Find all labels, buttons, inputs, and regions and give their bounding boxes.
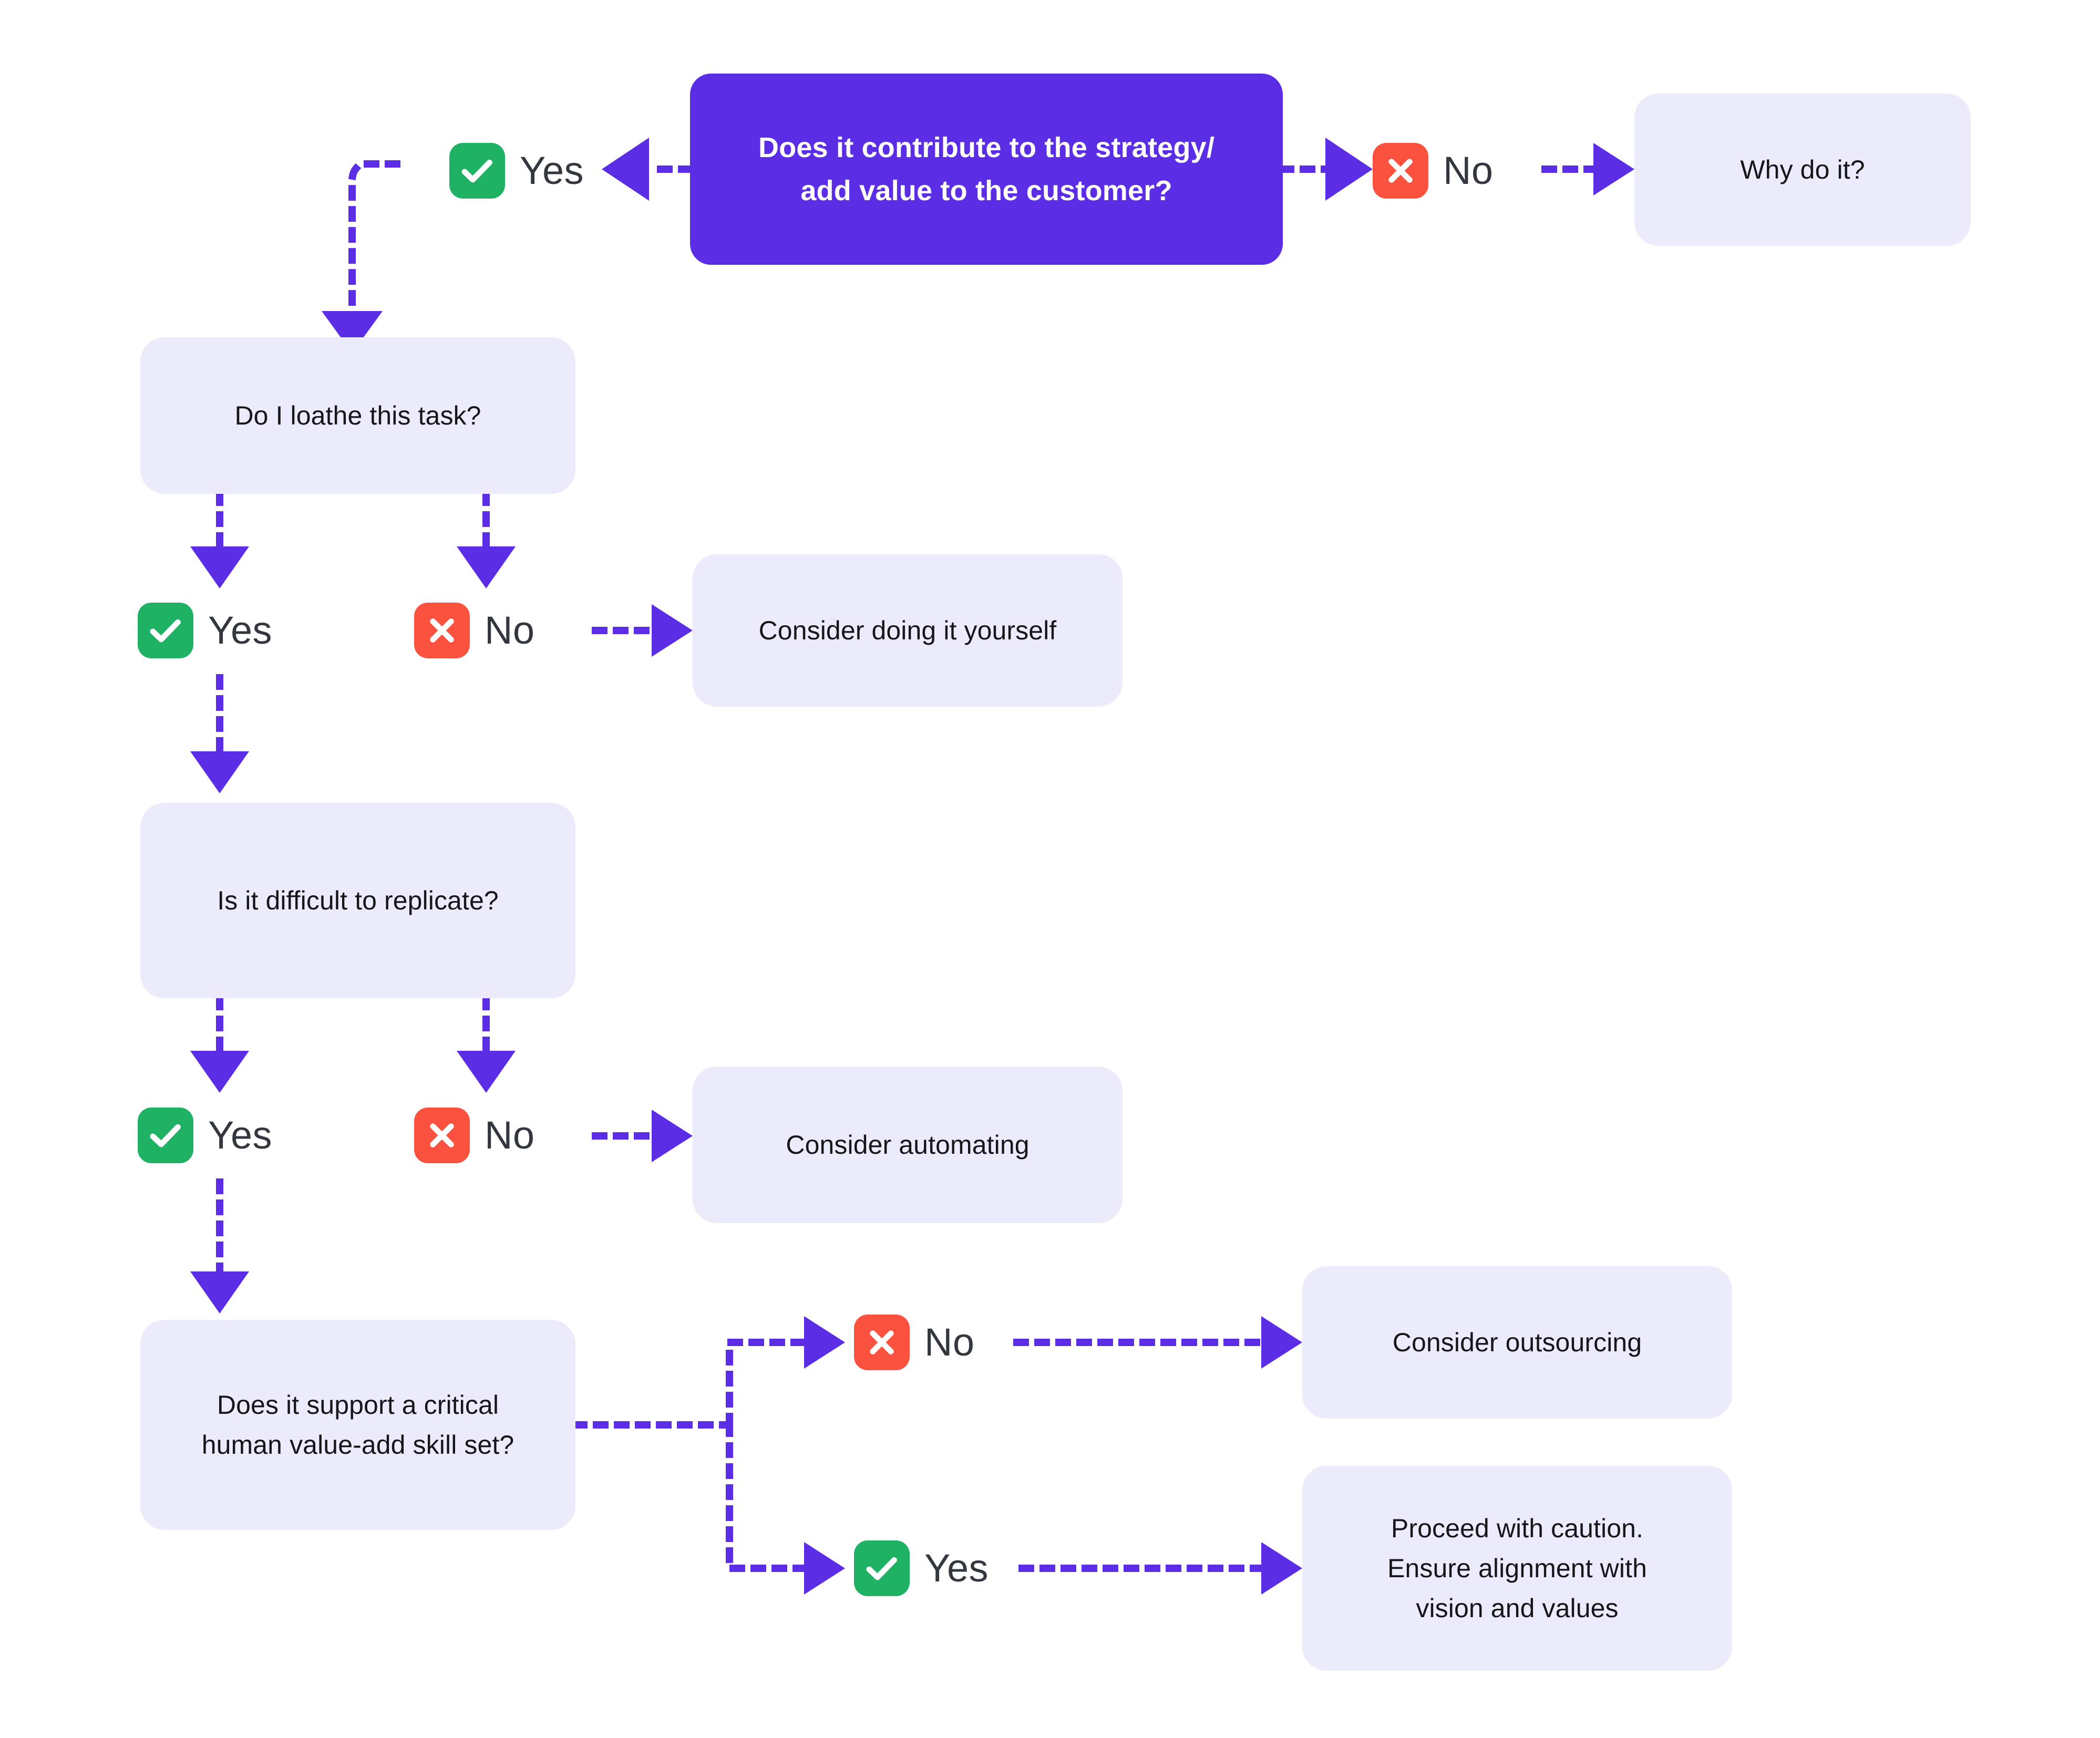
badge-root-no-label: No — [1443, 149, 1494, 192]
badge-root-yes[interactable]: Yes — [449, 143, 584, 199]
node-skill-set-question[interactable]: Does it support a critical human value-a… — [140, 1320, 575, 1530]
badge-loathe-yes[interactable]: Yes — [138, 603, 272, 658]
edge-skillset-no — [726, 1339, 808, 1429]
check-icon — [138, 603, 193, 658]
node-root-question[interactable]: Does it contribute to the strategy/ add … — [690, 74, 1283, 265]
arrowhead-no-to-why — [1593, 143, 1634, 195]
badge-root-no[interactable]: No — [1373, 143, 1493, 199]
arrowhead-root-yes — [602, 138, 649, 201]
arrowhead-yes-to-skillset — [190, 1271, 249, 1313]
badge-replicate-yes-label: Yes — [208, 1113, 272, 1157]
cross-icon — [414, 1108, 470, 1163]
badge-skillset-yes[interactable]: Yes — [854, 1540, 989, 1596]
badge-loathe-no-label: No — [485, 608, 535, 652]
node-loathe-task-text: Do I loathe this task? — [234, 401, 481, 430]
badge-replicate-yes[interactable]: Yes — [138, 1108, 272, 1163]
node-loathe-task[interactable]: Do I loathe this task? — [140, 337, 575, 494]
badge-loathe-no[interactable]: No — [414, 603, 534, 658]
node-difficult-replicate[interactable]: Is it difficult to replicate? — [140, 803, 575, 998]
arrowhead-no-to-diy — [652, 604, 693, 657]
badge-replicate-no-label: No — [485, 1113, 535, 1157]
badge-replicate-no[interactable]: No — [414, 1108, 534, 1163]
node-why-do-it-text: Why do it? — [1740, 155, 1865, 184]
arrowhead-yes-to-loathe — [322, 311, 383, 353]
node-skill-set-question-text: Does it support a critical human value-a… — [201, 1390, 514, 1460]
arrowhead-no-to-outsourcing — [1261, 1316, 1302, 1369]
node-proceed-with-caution-text: Proceed with caution. Ensure alignment w… — [1387, 1514, 1648, 1623]
badge-root-yes-label: Yes — [520, 149, 584, 192]
arrowhead-root-no — [1325, 138, 1373, 201]
badge-loathe-yes-label: Yes — [208, 608, 272, 652]
badge-skillset-no-label: No — [924, 1320, 975, 1364]
node-proceed-with-caution[interactable]: Proceed with caution. Ensure alignment w… — [1302, 1466, 1732, 1671]
arrowhead-no-to-automating — [652, 1110, 693, 1162]
check-icon — [449, 143, 505, 199]
edge-skillset-yes — [726, 1421, 808, 1572]
check-icon — [138, 1108, 193, 1163]
node-difficult-replicate-text: Is it difficult to replicate? — [217, 886, 499, 915]
cross-icon — [854, 1315, 910, 1370]
node-consider-automating[interactable]: Consider automating — [693, 1067, 1123, 1223]
arrowhead-skillset-no — [804, 1316, 845, 1369]
node-do-it-yourself-text: Consider doing it yourself — [758, 616, 1057, 645]
badge-skillset-yes-label: Yes — [924, 1546, 989, 1590]
arrowhead-replicate-no — [457, 1051, 516, 1093]
check-icon — [854, 1540, 910, 1596]
arrowhead-loathe-no — [457, 546, 516, 588]
badge-skillset-no[interactable]: No — [854, 1315, 974, 1370]
arrowhead-replicate-yes — [190, 1051, 249, 1093]
arrowhead-yes-to-caution — [1261, 1542, 1302, 1595]
node-why-do-it[interactable]: Why do it? — [1634, 94, 1971, 246]
node-root-question-text: Does it contribute to the strategy/ add … — [758, 131, 1215, 206]
edge-yes-to-loathe — [348, 160, 400, 315]
node-consider-outsourcing[interactable]: Consider outsourcing — [1302, 1266, 1732, 1419]
cross-icon — [414, 603, 470, 658]
node-consider-automating-text: Consider automating — [786, 1130, 1030, 1160]
cross-icon — [1373, 143, 1428, 199]
node-do-it-yourself[interactable]: Consider doing it yourself — [693, 554, 1123, 707]
arrowhead-loathe-yes — [190, 546, 249, 588]
arrowhead-yes-to-replicate — [190, 751, 249, 793]
arrowhead-skillset-yes — [804, 1542, 845, 1595]
node-consider-outsourcing-text: Consider outsourcing — [1392, 1328, 1642, 1357]
